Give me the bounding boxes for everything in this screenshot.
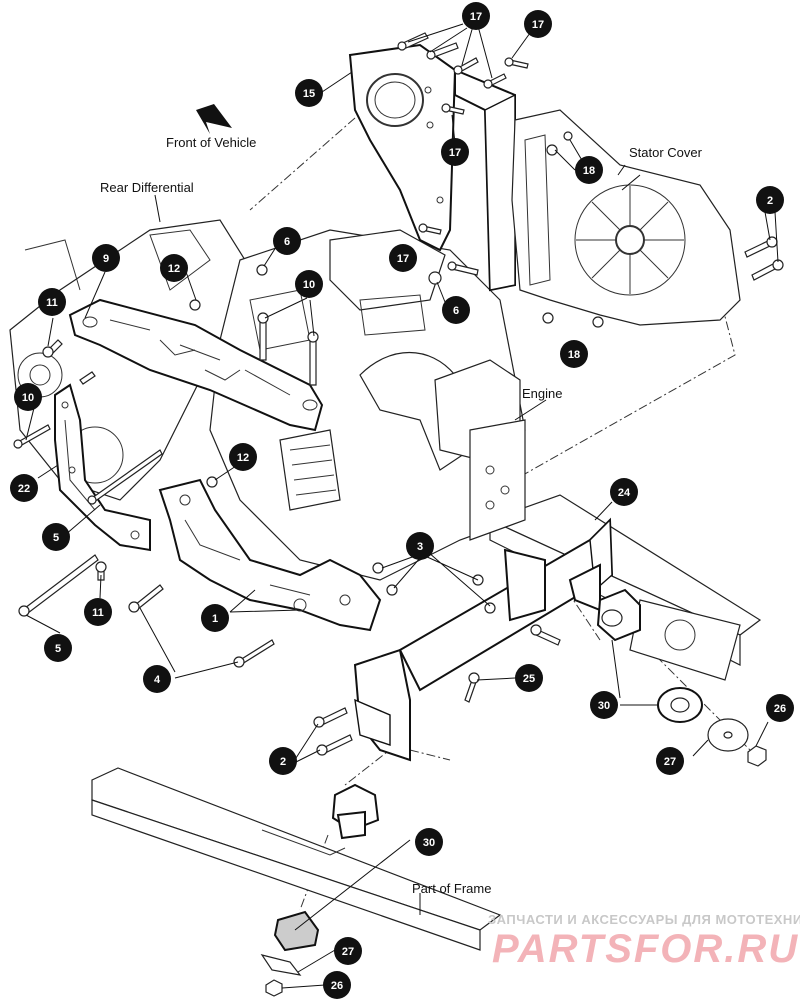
callout-1: 1 — [201, 604, 229, 632]
callout-17: 17 — [462, 2, 490, 30]
bracket-22 — [54, 383, 151, 552]
watermark: ЗАПЧАСТИ И АКСЕССУАРЫ ДЛЯ МОТОТЕХНИКИ PA… — [488, 912, 800, 971]
washer-27-right — [707, 718, 749, 752]
watermark-logo: PARTSFOR.RU — [492, 927, 799, 971]
svg-text:27: 27 — [342, 946, 354, 958]
svg-text:30: 30 — [598, 700, 610, 712]
stator-cover — [511, 109, 741, 326]
callout-30: 30 — [590, 691, 618, 719]
callouts: 17 17 17 17 15 18 18 2 2 9 12 12 6 6 10 … — [10, 2, 794, 999]
callout-6: 6 — [273, 227, 301, 255]
svg-text:11: 11 — [46, 297, 58, 309]
callout-2: 2 — [269, 747, 297, 775]
svg-text:1: 1 — [212, 613, 218, 625]
svg-text:10: 10 — [22, 392, 34, 404]
svg-text:10: 10 — [303, 279, 315, 291]
svg-text:5: 5 — [53, 532, 59, 544]
svg-text:6: 6 — [453, 305, 459, 317]
svg-text:2: 2 — [767, 195, 773, 207]
callout-17: 17 — [441, 138, 469, 166]
callout-15: 15 — [295, 79, 323, 107]
svg-text:12: 12 — [168, 263, 180, 275]
isolator-lower — [273, 910, 320, 952]
front-arrow-icon — [196, 104, 232, 134]
svg-text:3: 3 — [417, 541, 423, 553]
svg-text:17: 17 — [532, 19, 544, 31]
mount-rail-9 — [68, 298, 324, 432]
callout-5: 5 — [44, 634, 72, 662]
callout-11: 11 — [84, 598, 112, 626]
callout-10: 10 — [14, 383, 42, 411]
engine-mount-30-lower — [331, 783, 380, 840]
callout-17: 17 — [389, 244, 417, 272]
callout-3: 3 — [406, 532, 434, 560]
svg-text:15: 15 — [303, 88, 315, 100]
callout-9: 9 — [92, 244, 120, 272]
svg-text:26: 26 — [774, 703, 786, 715]
callout-26: 26 — [766, 694, 794, 722]
svg-text:17: 17 — [470, 11, 482, 23]
callout-26: 26 — [323, 971, 351, 999]
rear-differential-label: Rear Differential — [100, 180, 194, 195]
watermark-line-1: ЗАПЧАСТИ И АКСЕССУАРЫ ДЛЯ МОТОТЕХНИКИ — [488, 912, 800, 927]
leader-lines — [25, 23, 779, 989]
svg-text:27: 27 — [664, 756, 676, 768]
callout-12: 12 — [229, 443, 257, 471]
callout-27: 27 — [334, 937, 362, 965]
part-of-frame-label: Part of Frame — [412, 881, 491, 896]
isolator-right — [657, 687, 703, 723]
svg-text:25: 25 — [523, 673, 535, 685]
washer-27-lower — [260, 954, 302, 976]
svg-text:4: 4 — [154, 674, 161, 686]
engine-bracket-15 — [348, 43, 516, 292]
bolts — [13, 32, 784, 756]
crossmember-24 — [353, 517, 614, 762]
callout-12: 12 — [160, 254, 188, 282]
svg-text:12: 12 — [237, 452, 249, 464]
svg-text:18: 18 — [583, 165, 595, 177]
svg-text:2: 2 — [280, 756, 286, 768]
engine-mount-30-right — [596, 588, 641, 642]
svg-text:22: 22 — [18, 483, 30, 495]
callout-10: 10 — [295, 270, 323, 298]
callout-18: 18 — [560, 340, 588, 368]
engine-label: Engine — [522, 386, 562, 401]
nut-26-right — [747, 745, 767, 767]
callout-2: 2 — [756, 186, 784, 214]
svg-text:6: 6 — [284, 236, 290, 248]
frame-rail-lower — [91, 767, 502, 951]
svg-text:18: 18 — [568, 349, 580, 361]
callout-24: 24 — [610, 478, 638, 506]
svg-text:5: 5 — [55, 643, 61, 655]
svg-text:17: 17 — [397, 253, 409, 265]
front-of-vehicle-label: Front of Vehicle — [166, 135, 256, 150]
callout-17: 17 — [524, 10, 552, 38]
svg-text:17: 17 — [449, 147, 461, 159]
stator-cover-label: Stator Cover — [629, 145, 703, 160]
svg-text:30: 30 — [423, 837, 435, 849]
callout-25: 25 — [515, 664, 543, 692]
callout-18: 18 — [575, 156, 603, 184]
callout-4: 4 — [143, 665, 171, 693]
mount-rail-1 — [158, 478, 382, 632]
svg-text:11: 11 — [92, 607, 104, 619]
callout-27: 27 — [656, 747, 684, 775]
nut-26-lower — [265, 979, 283, 997]
svg-text:26: 26 — [331, 980, 343, 992]
callout-30: 30 — [415, 828, 443, 856]
callout-22: 22 — [10, 474, 38, 502]
callout-11: 11 — [38, 288, 66, 316]
callout-6: 6 — [442, 296, 470, 324]
callout-5: 5 — [42, 523, 70, 551]
svg-text:9: 9 — [103, 253, 109, 265]
svg-text:24: 24 — [618, 487, 631, 499]
